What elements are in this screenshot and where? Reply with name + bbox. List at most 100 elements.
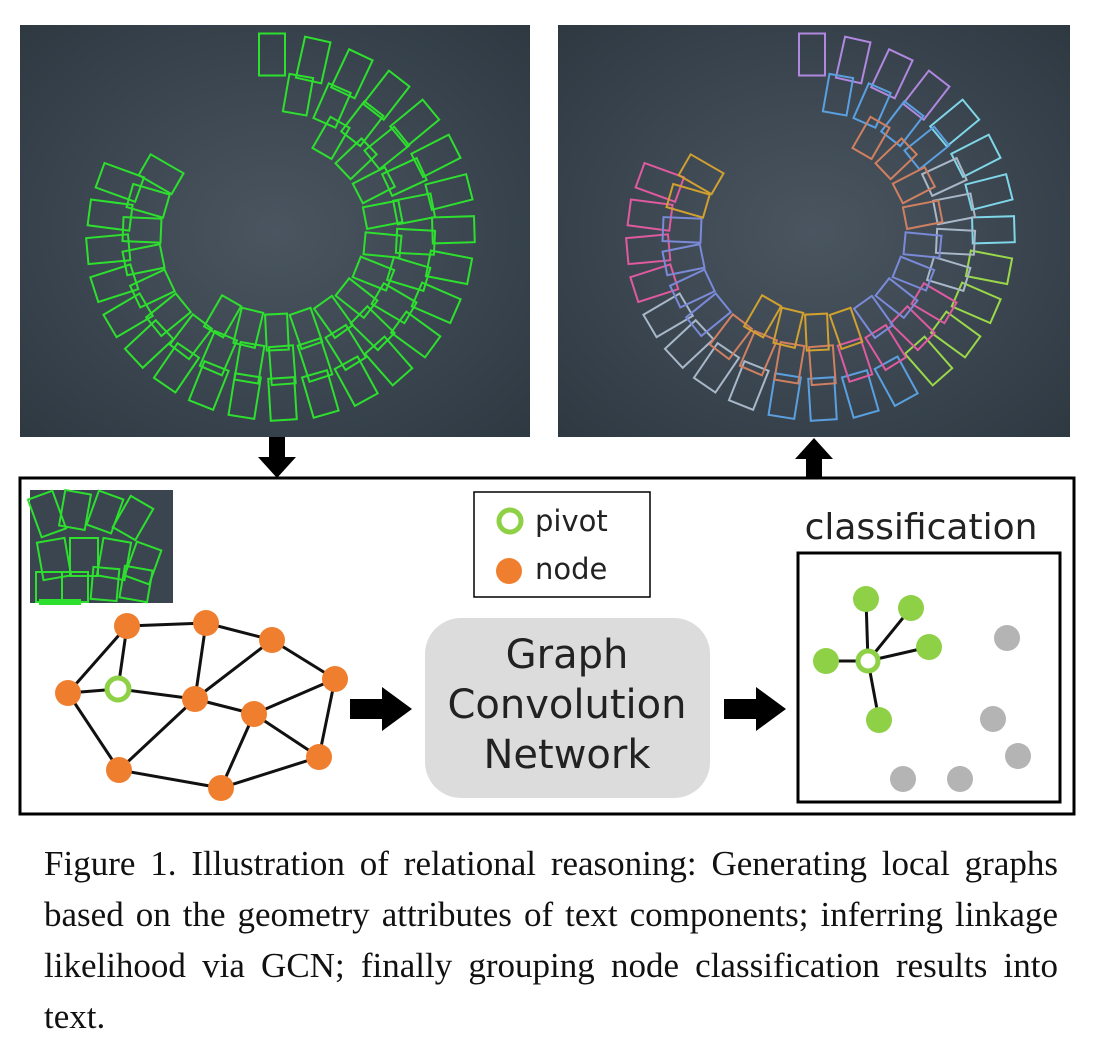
- text-component-box: [394, 227, 437, 256]
- unlinked-node: [980, 706, 1006, 732]
- text-component-box: [910, 281, 958, 325]
- text-component-box: [233, 340, 266, 385]
- text-component-box: [836, 336, 874, 384]
- text-component-box: [300, 368, 340, 420]
- thumbnail-box: [85, 489, 125, 535]
- text-component-box: [144, 292, 193, 338]
- text-component-box: [738, 329, 779, 377]
- text-component-box: [851, 115, 891, 161]
- text-component-box: [380, 156, 429, 198]
- text-component-box: [152, 341, 201, 394]
- classification-label: classification: [805, 507, 1038, 548]
- text-component-box: [288, 306, 324, 351]
- text-component-box: [950, 281, 1002, 325]
- text-component-box: [807, 344, 837, 387]
- text-component-box: [351, 255, 396, 292]
- text-component-box: [121, 243, 166, 277]
- text-component-box: [370, 281, 418, 325]
- arrow-to-classification: [724, 687, 786, 731]
- text-component-box: [281, 72, 315, 117]
- right-grouping-image: [558, 25, 1070, 437]
- text-component-box: [389, 310, 442, 359]
- linked-node: [916, 634, 942, 660]
- linked-node: [813, 648, 839, 674]
- figure-caption: Figure 1. Illustration of relational rea…: [44, 844, 1058, 1036]
- text-component-box: [94, 161, 146, 204]
- text-component-box: [227, 372, 263, 421]
- text-component-box: [424, 249, 474, 286]
- graph-node: [193, 610, 219, 636]
- unlinked-node: [890, 766, 916, 792]
- gcn-line-1: Graph: [506, 632, 629, 678]
- thumbnail-box: [26, 489, 68, 539]
- text-component-box: [934, 227, 977, 256]
- unlinked-node: [947, 766, 973, 792]
- text-component-box: [665, 182, 711, 219]
- text-component-box: [767, 372, 803, 421]
- thumbnail-box: [39, 599, 81, 605]
- text-component-box: [137, 152, 185, 196]
- text-component-box: [312, 294, 355, 340]
- graph-node: [114, 613, 140, 639]
- text-component-box: [773, 340, 806, 385]
- gcn-line-2: Convolution: [448, 682, 687, 728]
- text-component-box: [634, 161, 686, 204]
- text-component-box: [125, 182, 171, 219]
- right-text-component-boxes: [625, 32, 1016, 422]
- legend: pivot node: [473, 491, 651, 598]
- text-component-box: [333, 355, 380, 408]
- text-component-box: [901, 69, 951, 122]
- text-component-box: [351, 165, 397, 205]
- text-component-box: [128, 268, 177, 309]
- text-component-box: [339, 99, 385, 148]
- text-component-box: [202, 293, 243, 339]
- text-component-box: [821, 72, 855, 117]
- graph-pivot: [104, 675, 132, 703]
- text-component-box: [362, 231, 403, 259]
- text-component-box: [625, 233, 672, 266]
- text-component-box: [661, 243, 706, 277]
- text-component-box: [391, 192, 437, 226]
- text-component-box: [264, 312, 290, 352]
- text-component-box: [677, 152, 725, 196]
- text-component-box: [424, 172, 474, 212]
- text-component-box: [840, 368, 880, 420]
- down-arrow: [258, 437, 296, 478]
- text-component-box: [772, 306, 805, 350]
- graph-node: [322, 666, 348, 692]
- text-component-box: [312, 81, 353, 130]
- classification-pivot: [855, 648, 881, 674]
- local-graph: [55, 610, 348, 801]
- text-component-box: [874, 137, 919, 181]
- text-component-box: [329, 47, 374, 100]
- text-component-box: [361, 69, 411, 122]
- text-component-box: [267, 376, 298, 422]
- gcn-block: Graph Convolution Network: [425, 618, 710, 798]
- text-component-box: [891, 255, 936, 292]
- text-component-box: [668, 268, 717, 309]
- text-component-box: [929, 310, 982, 359]
- text-component-box: [928, 98, 981, 148]
- thumbnail-box: [123, 540, 163, 586]
- text-component-box: [834, 35, 872, 85]
- graph-node: [55, 680, 81, 706]
- text-component-box: [964, 172, 1014, 212]
- text-component-box: [311, 115, 351, 161]
- text-component-box: [903, 335, 954, 387]
- text-component-box: [267, 344, 297, 387]
- thumbnail-box: [111, 494, 155, 542]
- text-component-box: [949, 133, 1002, 179]
- text-component-box: [901, 199, 944, 231]
- text-component-box: [324, 323, 368, 372]
- text-component-box: [727, 359, 770, 412]
- text-component-box: [684, 292, 733, 338]
- gcn-line-3: Network: [483, 732, 651, 778]
- graph-node: [306, 744, 332, 770]
- legend-node-label: node: [535, 552, 607, 586]
- text-component-box: [361, 199, 404, 231]
- text-component-box: [187, 359, 230, 412]
- thumbnail-box: [57, 488, 93, 532]
- text-component-box: [708, 312, 754, 361]
- thumbnail-box: [95, 536, 133, 582]
- text-component-box: [874, 276, 919, 320]
